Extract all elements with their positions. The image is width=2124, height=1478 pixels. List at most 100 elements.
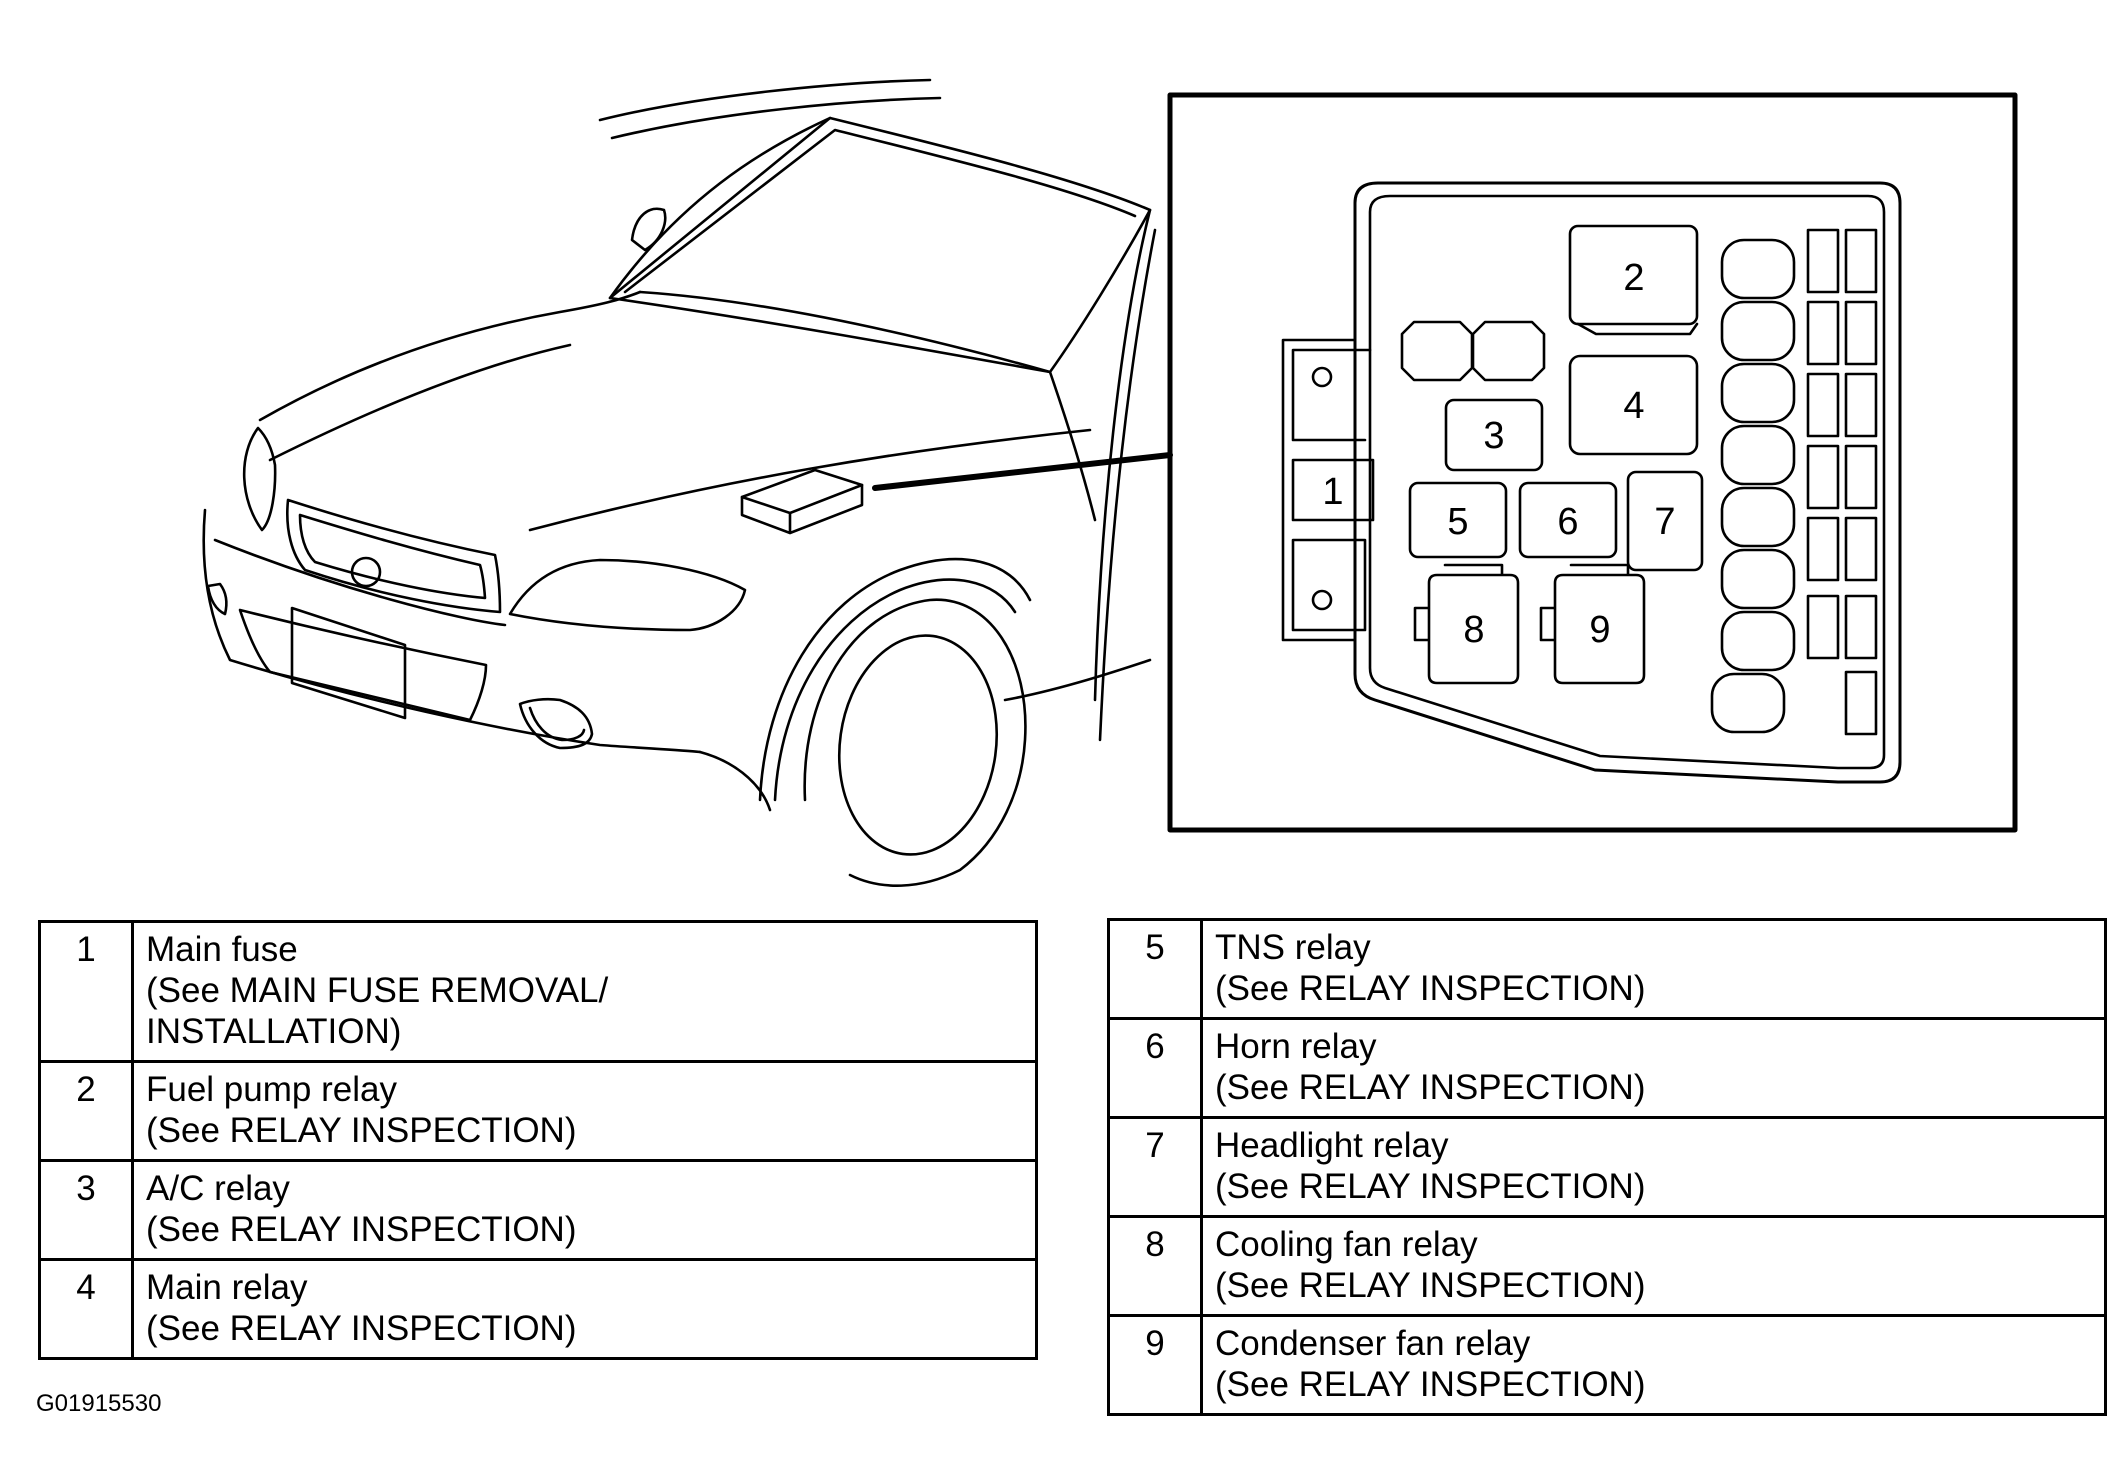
car-grille-outer: [286, 498, 502, 614]
legend-text: Cooling fan relay: [1215, 1225, 1478, 1264]
legend-number: 6: [1107, 1017, 1203, 1119]
relay-box-8: [1413, 563, 1520, 685]
car-foglight-right: [518, 697, 594, 750]
legend-description: Horn relay (See RELAY INSPECTION): [1200, 1017, 2107, 1119]
relay-box-5: [1408, 481, 1508, 559]
legend-description: Cooling fan relay (See RELAY INSPECTION): [1200, 1215, 2107, 1317]
table-row: 7 Headlight relay (See RELAY INSPECTION): [1107, 1116, 2107, 1218]
legend-text: Headlight relay: [1215, 1126, 1449, 1165]
car-foglight-right-inner: [528, 706, 586, 742]
legend-description: Main fuse (See MAIN FUSE REMOVAL/ INSTAL…: [131, 920, 1038, 1063]
legend-text: TNS relay: [1215, 928, 1371, 967]
legend-text: Main fuse: [146, 930, 298, 969]
car-fender-line: [1048, 370, 1097, 522]
legend-table-left: 1 Main fuse (See MAIN FUSE REMOVAL/ INST…: [38, 920, 1038, 1360]
car-fuse-box-side: [740, 483, 864, 535]
legend-description: A/C relay (See RELAY INSPECTION): [131, 1159, 1038, 1261]
box-label-2: 2: [1623, 257, 1644, 299]
legend-description: Main relay (See RELAY INSPECTION): [131, 1258, 1038, 1360]
table-row: 9 Condenser fan relay (See RELAY INSPECT…: [1107, 1314, 2107, 1416]
legend-description: Headlight relay (See RELAY INSPECTION): [1200, 1116, 2107, 1218]
car-roof-line: [598, 78, 932, 122]
legend-text: (See RELAY INSPECTION): [1215, 1167, 1646, 1206]
car-rocker: [698, 750, 772, 812]
car-body-side: [1098, 228, 1157, 742]
legend-text: (See RELAY INSPECTION): [146, 1111, 577, 1150]
car-fuse-box-top: [740, 468, 864, 515]
legend-text: Main relay: [146, 1268, 308, 1307]
table-row: 4 Main relay (See RELAY INSPECTION): [38, 1258, 1038, 1360]
car-door-line: [1093, 208, 1152, 702]
legend-text: A/C relay: [146, 1169, 290, 1208]
relay-box-2: [1568, 224, 1699, 326]
table-row: 8 Cooling fan relay (See RELAY INSPECTIO…: [1107, 1215, 2107, 1317]
legend-text: (See RELAY INSPECTION): [1215, 1068, 1646, 1107]
legend-text: Fuel pump relay: [146, 1070, 397, 1109]
legend-text: (See MAIN FUSE REMOVAL/: [146, 971, 609, 1010]
relay-location-illustration: 1 2 3 4 5 6 7 8 9: [202, 78, 2018, 887]
legend-number: 9: [1107, 1314, 1203, 1416]
fuse-octagon-a: [1400, 320, 1474, 382]
fuse-box-detail: 1 2 3 4 5 6 7 8 9: [1167, 92, 2018, 833]
box-label-9: 9: [1589, 609, 1610, 651]
legend-text: (See RELAY INSPECTION): [1215, 1365, 1646, 1404]
car-headlight-left: [242, 426, 277, 532]
legend-description: TNS relay (See RELAY INSPECTION): [1200, 918, 2107, 1020]
box-label-4: 4: [1623, 385, 1644, 427]
mount-hole-bottom: [1311, 589, 1333, 611]
fuse-box-housing-inner: [1368, 194, 1886, 770]
car-windshield: [608, 116, 1152, 374]
relay-box-7: [1626, 470, 1704, 572]
legend-text: (See RELAY INSPECTION): [1215, 1266, 1646, 1305]
relay-box-9: [1539, 563, 1646, 685]
legend-number: 3: [38, 1159, 134, 1261]
legend-text: Condenser fan relay: [1215, 1324, 1531, 1363]
car-grille-inner: [298, 513, 487, 600]
box-label-8: 8: [1463, 609, 1484, 651]
fuse-column-round: [1710, 238, 1796, 734]
car-roof-line-2: [610, 96, 942, 140]
fuse-box-housing-outer: [1353, 181, 1902, 784]
car-bumper-mid: [238, 608, 488, 722]
car-windshield-inner: [623, 128, 1137, 294]
car-wheel-arch-inner: [773, 578, 1017, 802]
leader-line: [872, 452, 1173, 491]
legend-number: 8: [1107, 1215, 1203, 1317]
car-hood-rear: [638, 290, 1052, 374]
car-bumper-top: [213, 538, 507, 627]
car-bumper: [202, 508, 702, 754]
legend-table-right: 5 TNS relay (See RELAY INSPECTION) 6 Hor…: [1107, 918, 2107, 1416]
legend-text: (See RELAY INSPECTION): [146, 1210, 577, 1249]
legend-text: (See RELAY INSPECTION): [1215, 969, 1646, 1008]
car-wheel-rim: [837, 634, 999, 856]
fuse-column-blade: [1806, 228, 1878, 736]
car-hood-front: [258, 290, 642, 422]
main-fuse: [1291, 458, 1375, 522]
legend-number: 5: [1107, 918, 1203, 1020]
car-license-plate: [290, 606, 407, 720]
relay-box-4: [1568, 354, 1699, 456]
fuse-octagon-b: [1471, 320, 1546, 382]
car-side-lower: [1003, 658, 1152, 702]
table-row: 6 Horn relay (See RELAY INSPECTION): [1107, 1017, 2107, 1119]
car-hood-line-side: [528, 428, 1092, 532]
table-row: 1 Main fuse (See MAIN FUSE REMOVAL/ INST…: [38, 920, 1038, 1063]
car-tyre: [803, 598, 1027, 887]
car-foglight-left: [206, 582, 228, 616]
figure-id: G01915530: [36, 1390, 162, 1417]
legend-number: 4: [38, 1258, 134, 1360]
fuse-box-mount-tab: [1281, 338, 1357, 642]
legend-text: Horn relay: [1215, 1027, 1377, 1066]
legend-number: 7: [1107, 1116, 1203, 1218]
box-label-1: 1: [1322, 471, 1343, 513]
box-label-3: 3: [1483, 415, 1504, 457]
legend-description: Fuel pump relay (See RELAY INSPECTION): [131, 1060, 1038, 1162]
legend-description: Condenser fan relay (See RELAY INSPECTIO…: [1200, 1314, 2107, 1416]
box-label-7: 7: [1654, 501, 1675, 543]
relay-box-3: [1444, 398, 1544, 472]
car-mirror: [630, 207, 667, 252]
car-emblem: [350, 556, 382, 588]
legend-number: 1: [38, 920, 134, 1063]
car-hood-crease: [268, 343, 572, 462]
relay-box-6: [1518, 481, 1618, 559]
